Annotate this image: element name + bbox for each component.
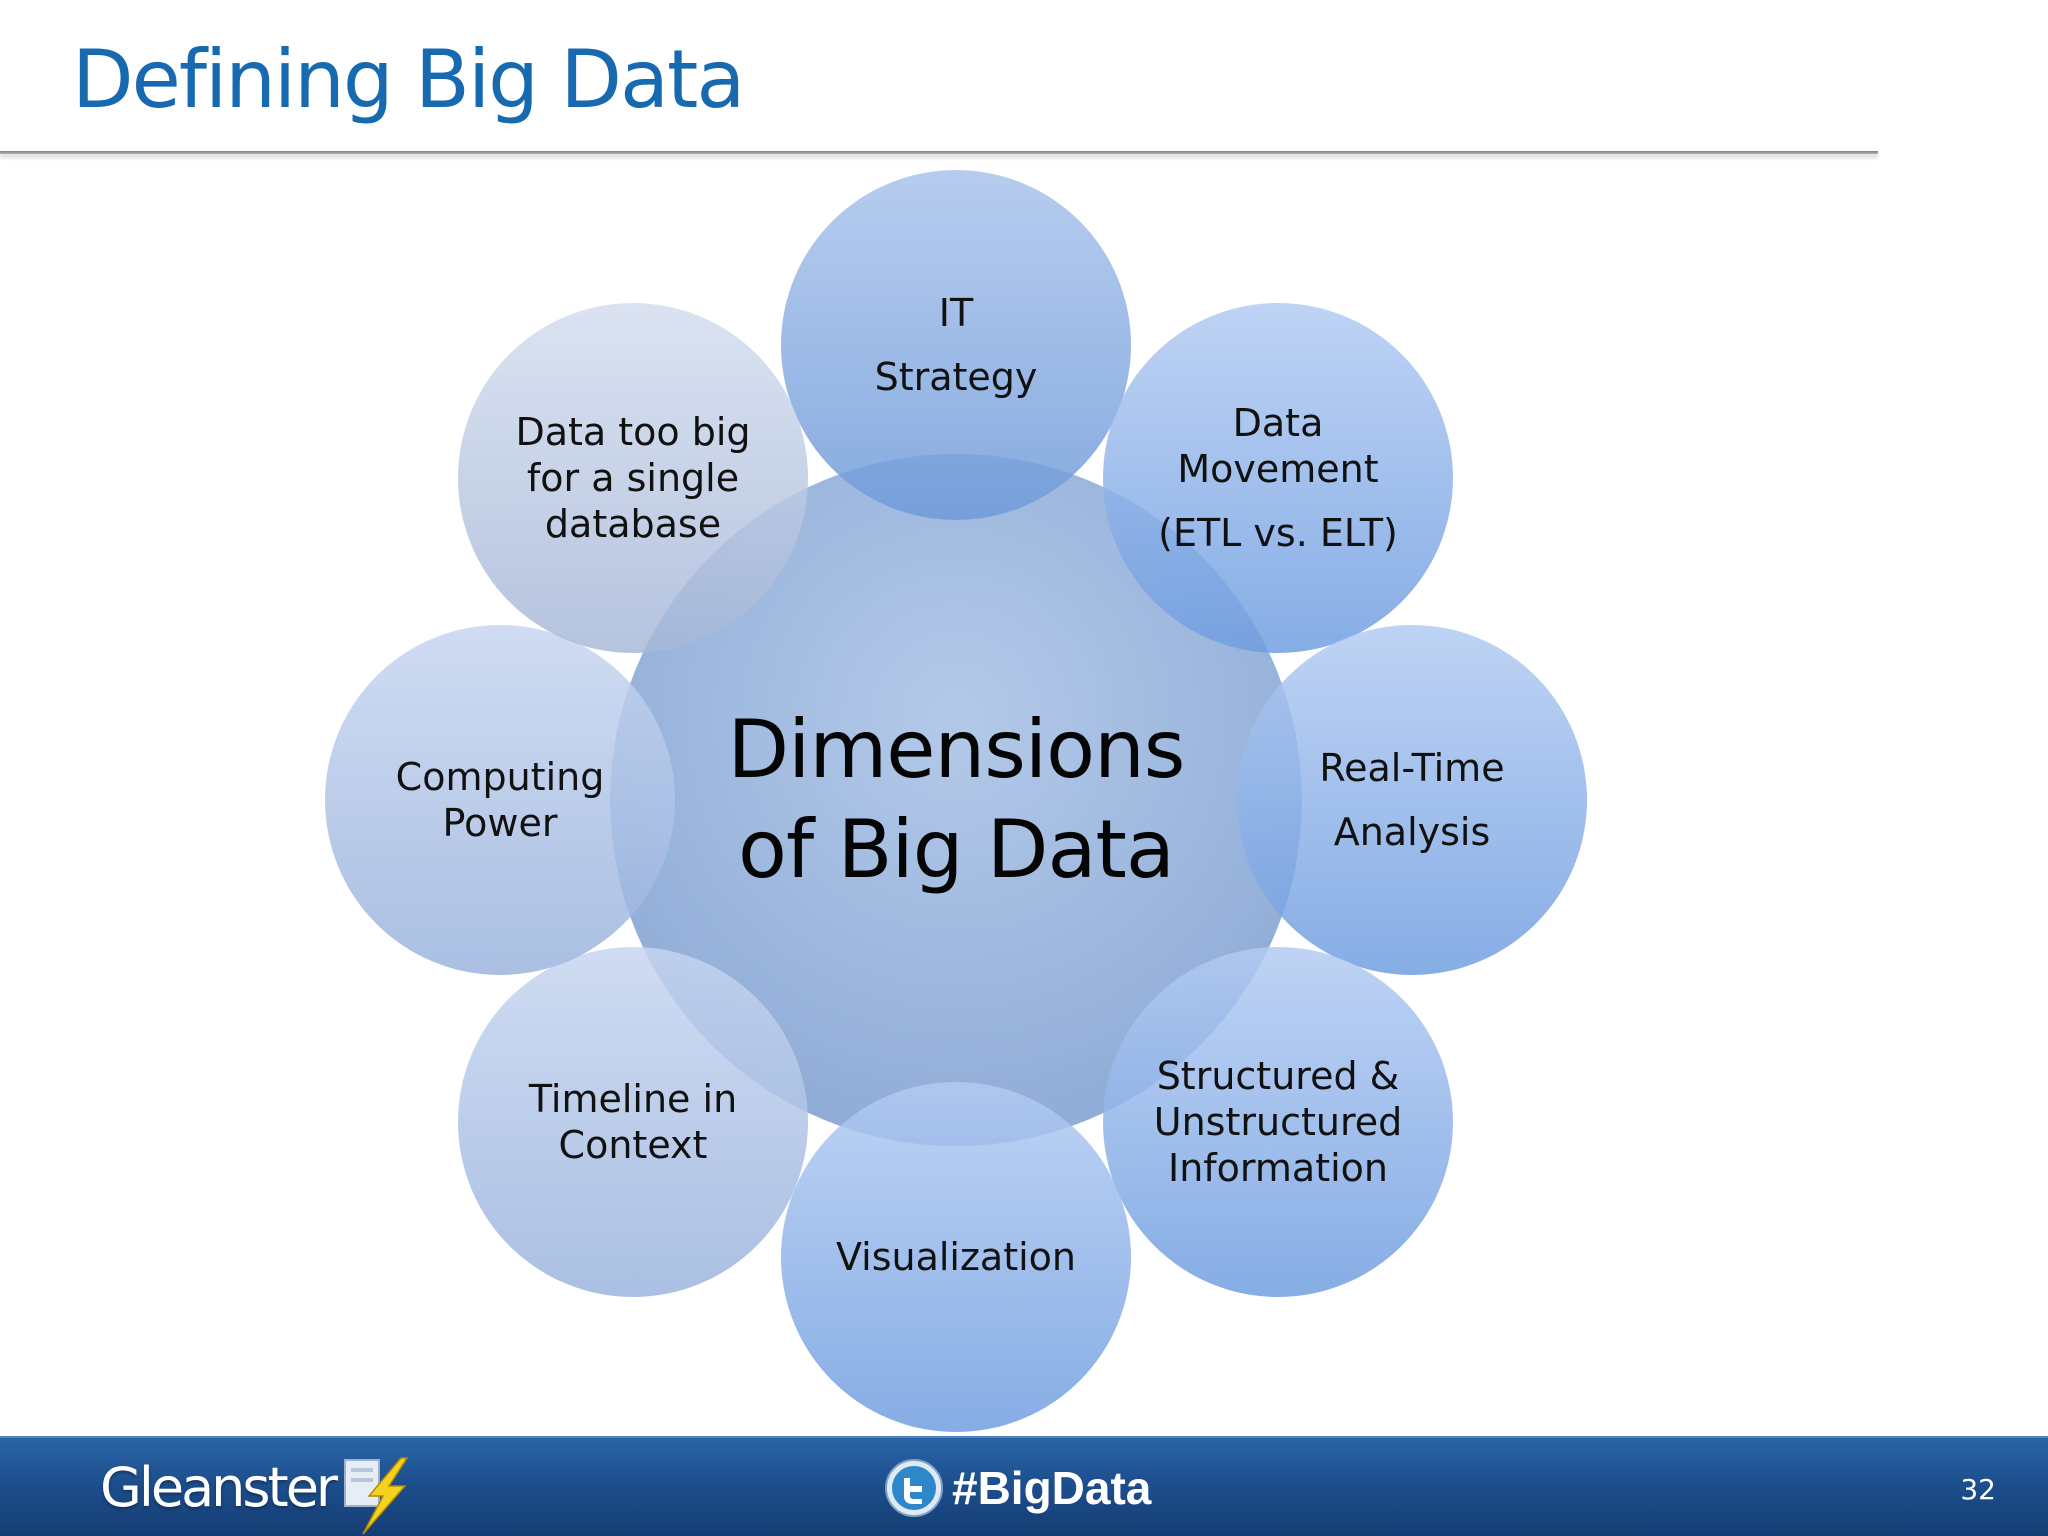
data-movement-label-line-2: Movement <box>1177 447 1379 491</box>
it-strategy-label: IT Strategy <box>875 290 1038 400</box>
data-movement-label-line-1: Data <box>1232 401 1324 445</box>
twitter-bird-icon <box>885 1459 943 1517</box>
lightning-bolt-icon <box>344 1457 409 1535</box>
timeline-in-context-label-line-2: Context <box>558 1123 708 1167</box>
structured-unstructured-circle <box>1103 947 1453 1297</box>
computing-power-circle <box>325 625 675 975</box>
data-too-big-circle <box>458 303 808 653</box>
circle-layer <box>325 170 1587 1432</box>
timeline-in-context-label-line-1: Timeline in <box>528 1077 738 1121</box>
data-too-big-label-line-2: for a single <box>526 456 740 500</box>
center-circle <box>610 454 1302 1146</box>
real-time-analysis-label-line-1: Real-Time <box>1319 746 1505 790</box>
data-too-big-label-line-1: Data too big <box>515 410 751 454</box>
structured-unstructured-label-line-1: Structured & <box>1156 1054 1400 1098</box>
visualization-circle <box>781 1082 1131 1432</box>
center-label-line-1: Dimensions <box>727 703 1186 796</box>
center-label-line-2: of Big Data <box>738 803 1175 896</box>
brand-name: Gleanster <box>100 1456 338 1519</box>
visualization-label-line-1: Visualization <box>835 1235 1077 1279</box>
it-strategy-label-line-1: IT <box>938 291 974 335</box>
data-too-big-label-line-3: database <box>544 502 722 546</box>
computing-power-label-line-1: Computing <box>395 755 605 799</box>
center-label: Dimensions of Big Data <box>727 700 1186 900</box>
footer-bar: Gleanster #BigData 32 <box>0 1436 2048 1536</box>
brand-logo: Gleanster <box>100 1456 411 1535</box>
page-number: 32 <box>1960 1473 1996 1506</box>
real-time-analysis-label-line-2: Analysis <box>1333 810 1491 854</box>
it-strategy-label-line-2: Strategy <box>874 355 1038 399</box>
slide-title: Defining Big Data <box>72 33 745 126</box>
computing-power-label-line-2: Power <box>442 801 558 845</box>
diagram-canvas <box>325 170 1587 1432</box>
data-movement-label-line-3: (ETL vs. ELT) <box>1158 511 1398 555</box>
title-divider <box>0 151 1878 154</box>
hashtag-text: #BigData <box>952 1462 1152 1514</box>
structured-unstructured-label-line-3: Information <box>1168 1146 1388 1190</box>
visualization-label: Visualization <box>836 1234 1076 1280</box>
structured-unstructured-label-line-2: Unstructured <box>1153 1100 1403 1144</box>
hashtag-group: #BigData <box>884 1454 1151 1522</box>
data-movement-circle <box>1103 303 1453 653</box>
real-time-analysis-circle <box>1237 625 1587 975</box>
timeline-in-context-circle <box>458 947 808 1297</box>
it-strategy-circle <box>781 170 1131 520</box>
